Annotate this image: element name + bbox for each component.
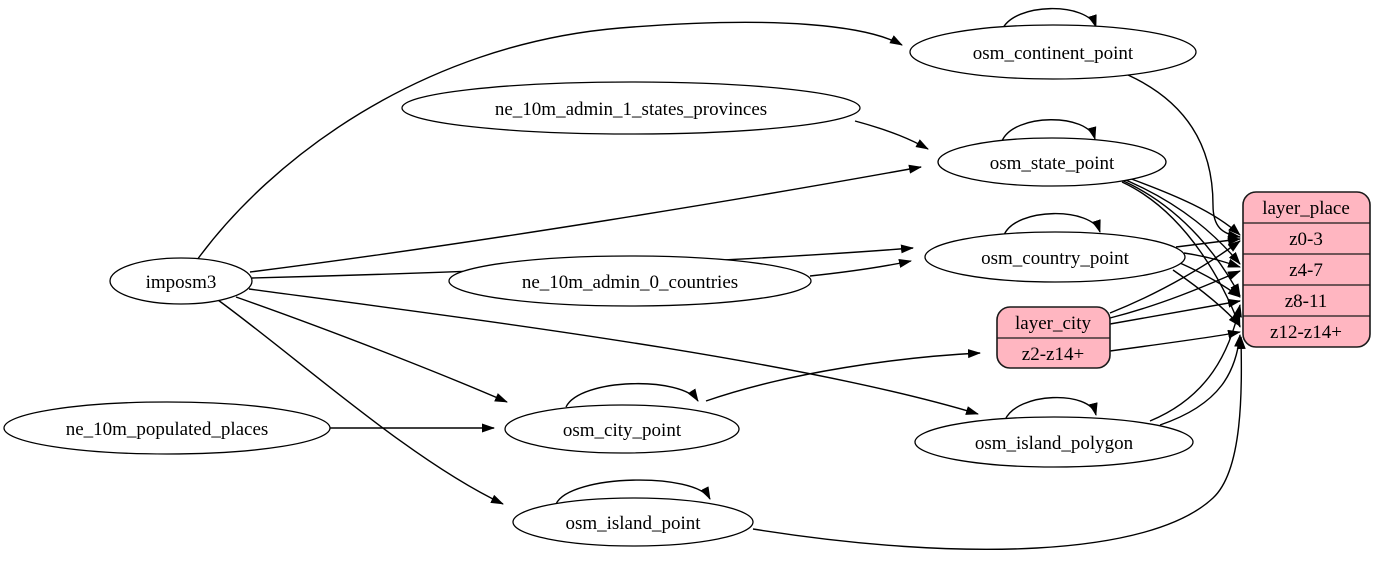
edge-osm-state-point-to-layer-place-z0-3 [1111, 171, 1241, 236]
ne-10m-populated-places-label: ne_10m_populated_places [66, 419, 269, 440]
osm-island-point-label: osm_island_point [565, 513, 701, 534]
edge-ne-10m-admin-1-to-osm-state-point [854, 120, 929, 150]
layer-place-row-z8-11: z8-11 [1285, 291, 1328, 312]
edge-osm-island-point-to-layer-place-z12-z14 [752, 336, 1246, 551]
edge-layer-city-to-layer-place-z0-3 [1109, 240, 1241, 314]
ne-10m-populated-places-ellipse [3, 401, 331, 455]
osm-continent-point-ellipse [909, 24, 1197, 80]
self-loop-osm-continent-point [1001, 7, 1097, 31]
imposm3-label: imposm3 [146, 272, 217, 293]
ne-10m-admin-0-countries-ellipse [448, 255, 812, 307]
edges [196, 7, 1246, 551]
edge-imposm3-to-osm-island-polygon [248, 288, 979, 415]
edge-layer-city-to-layer-place-z8-11 [1109, 298, 1241, 325]
layer-place-rect [1242, 191, 1371, 348]
node-osm-island-point: osm_island_point [512, 497, 754, 547]
edge-imposm3-to-osm-city-point [235, 296, 508, 403]
edge-ne-10m-admin-0-to-osm-country-point [809, 259, 912, 277]
edge-osm-state-point-to-layer-place-z4-7 [1115, 175, 1241, 265]
edge-imposm3-to-osm-state-point [249, 164, 922, 273]
self-loop-osm-city-point [565, 382, 699, 408]
node-ne-10m-populated-places: ne_10m_populated_places [3, 401, 331, 455]
node-osm-state-point: osm_state_point [937, 137, 1167, 187]
ne-10m-admin-1-states-provinces-label: ne_10m_admin_1_states_provinces [495, 99, 767, 120]
node-osm-continent-point: osm_continent_point [909, 24, 1197, 80]
edge-osm-island-polygon-to-layer-place-z8-11 [1149, 304, 1242, 422]
imposm3-ellipse [109, 257, 253, 305]
edge-osm-country-point-to-layer-place-z0-3 [1175, 235, 1241, 248]
osm-island-polygon-ellipse [914, 416, 1194, 468]
node-imposm3: imposm3 [109, 257, 253, 305]
osm-state-point-label: osm_state_point [990, 153, 1115, 174]
edge-imposm3-to-osm-continent-point [196, 21, 903, 261]
self-loop-osm-island-polygon [1004, 396, 1098, 421]
edge-osm-state-point-to-layer-place-z8-11 [1118, 178, 1241, 297]
osm-continent-point-label: osm_continent_point [973, 43, 1134, 64]
node-osm-island-polygon: osm_island_polygon [914, 416, 1194, 468]
layer-place-title: layer_place [1262, 198, 1350, 219]
layer-city-row-z2-z14: z2-z14+ [1022, 344, 1084, 365]
edge-osm-island-polygon-to-layer-place-z12-z14 [1159, 334, 1244, 426]
layer-place-row-z0-3: z0-3 [1289, 229, 1323, 250]
osm-city-point-ellipse [504, 404, 740, 454]
layer-place-row-z12-z14: z12-z14+ [1270, 322, 1342, 343]
node-osm-city-point: osm_city_point [504, 404, 740, 454]
node-layer-city: layer_city z2-z14+ [996, 306, 1111, 369]
edge-layer-city-to-layer-place-z12-z14 [1109, 329, 1241, 352]
node-ne-10m-admin-0-countries: ne_10m_admin_0_countries [448, 255, 812, 307]
edge-imposm3-to-osm-island-point [217, 299, 504, 505]
node-osm-country-point: osm_country_point [924, 231, 1186, 283]
node-ne-10m-admin-1-states-provinces: ne_10m_admin_1_states_provinces [401, 81, 861, 135]
node-layer-place: layer_place z0-3 z4-7 z8-11 z12-z14+ [1242, 191, 1371, 348]
osm-state-point-ellipse [937, 137, 1167, 187]
osm-country-point-ellipse [924, 231, 1186, 283]
edge-layer-city-to-layer-place-z4-7 [1109, 270, 1241, 319]
osm-city-point-label: osm_city_point [563, 420, 682, 441]
ne-10m-admin-1-states-provinces-ellipse [401, 81, 861, 135]
self-loop-osm-state-point [1001, 119, 1097, 142]
self-loop-osm-island-point [555, 479, 711, 505]
osm-island-point-ellipse [512, 497, 754, 547]
edge-osm-country-point-to-layer-place-z4-7 [1183, 252, 1241, 268]
ne-10m-admin-0-countries-label: ne_10m_admin_0_countries [522, 272, 738, 293]
edge-osm-continent-point-to-layer-place-z0-3 [1127, 74, 1241, 240]
layer-place-row-z4-7: z4-7 [1289, 260, 1323, 281]
layer-city-title: layer_city [1015, 313, 1091, 334]
osm-island-polygon-label: osm_island_polygon [975, 433, 1134, 454]
edge-osm-city-point-to-layer-city [705, 349, 981, 402]
self-loop-osm-country-point [1003, 212, 1101, 236]
osm-country-point-label: osm_country_point [981, 248, 1129, 269]
